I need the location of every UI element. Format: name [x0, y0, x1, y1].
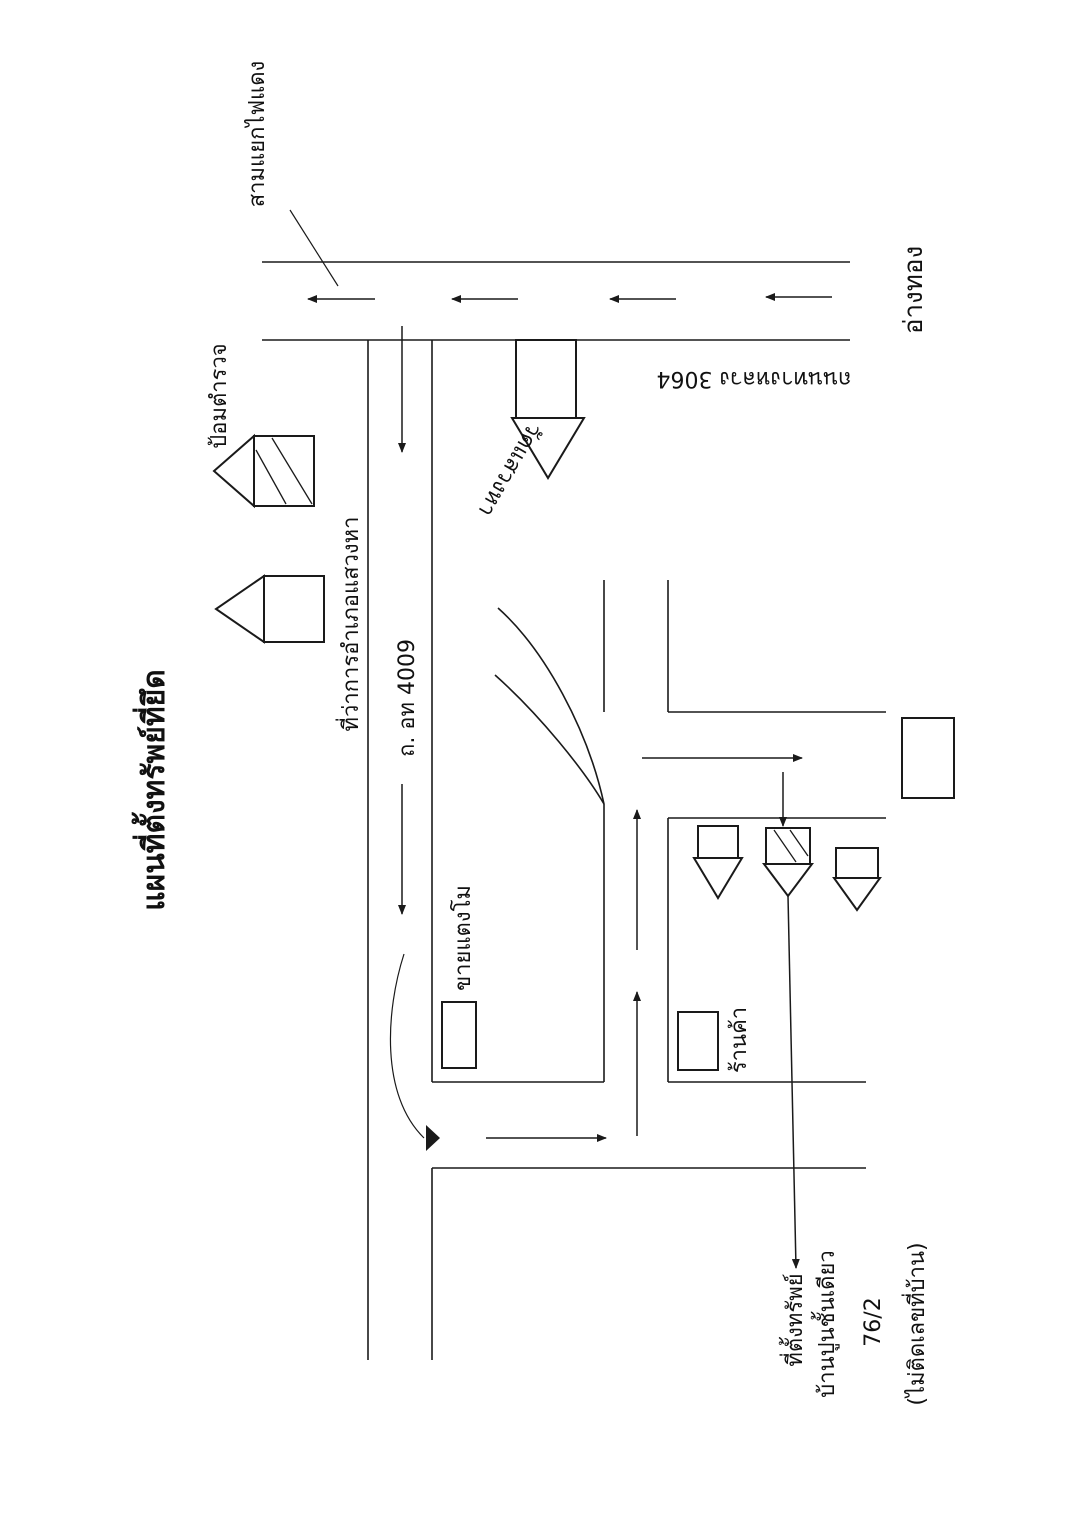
label-road-4009: ถ. อท 4009 [395, 639, 420, 757]
label-ang-thong: อ่างทอง [899, 246, 929, 334]
furniture-shop-box [441, 1001, 477, 1069]
property-house [762, 827, 814, 898]
building-box [901, 717, 955, 799]
label-property-line3: 76/2 [861, 1297, 886, 1346]
label-wat-saeng-ha: วัดแสวงหา [473, 418, 547, 521]
junction-pointer-line [289, 209, 339, 287]
label-highway-3064: ถนนทางหลวง 3064 [656, 366, 851, 391]
wat-saeng-ha-marker [510, 339, 586, 480]
label-property-line4: (ไม่ติดเลขที่บ้าน) [901, 1242, 930, 1405]
turn-arrowhead [426, 1125, 440, 1151]
house-1 [692, 825, 744, 900]
map-title: แผนที่ตั้งทรัพย์ที่ยึด [131, 669, 172, 910]
property-callout-arrow [787, 895, 800, 1269]
label-property-line1: ที่ตั้งทรัพย์ [779, 1273, 808, 1366]
district-office-building [214, 574, 325, 644]
temple-road-edge [494, 674, 605, 805]
label-shop: ร้านค้า [727, 1007, 752, 1073]
police-box-building [212, 433, 315, 509]
label-police-box: ป้อมตำรวจ [207, 343, 232, 448]
house-3 [832, 847, 882, 912]
temple-road-edge [497, 607, 605, 805]
label-property-line2: บ้านปูนชั้นเดียว [811, 1250, 840, 1397]
shop-box [677, 1011, 719, 1071]
turn-curve [389, 953, 425, 1139]
label-red-light-junction: สามแยกไฟแดง [244, 61, 270, 208]
label-furniture-shop: ขายแตงโม [450, 885, 476, 991]
label-district-office: ที่ว่าการอำเภอแสวงหา [335, 516, 364, 731]
